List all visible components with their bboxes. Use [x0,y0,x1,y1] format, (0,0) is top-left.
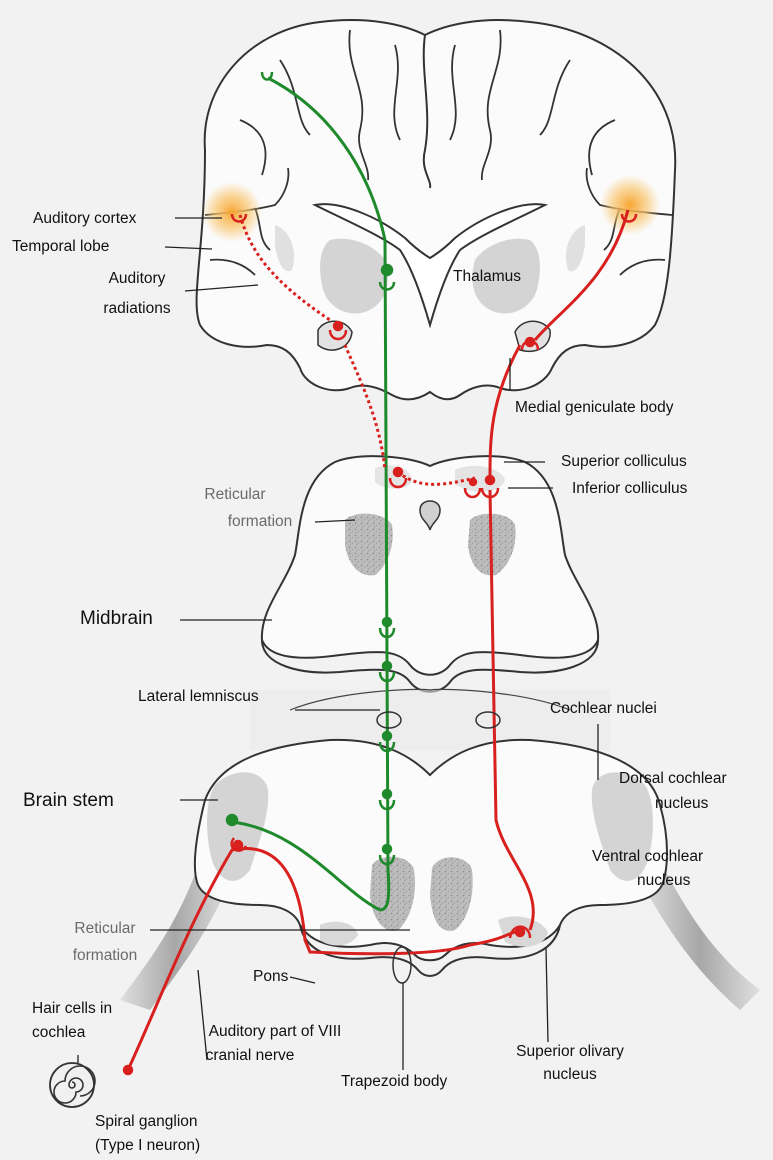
label-reticular-formation-upper-line2: formation [220,513,300,530]
label-reticular-formation-upper-line1: Reticular [200,486,270,503]
label-brain-stem: Brain stem [23,790,114,811]
label-superior-olivary-line2: nucleus [505,1066,635,1083]
label-auditory-nerve-line2: cranial nerve [190,1047,310,1064]
auditory-cortex-glow-right [600,175,660,235]
midbrain-section [262,456,598,692]
label-midbrain: Midbrain [80,608,153,629]
label-temporal-lobe: Temporal lobe [12,238,109,255]
label-auditory-nerve-line1: Auditory part of VIII [190,1023,360,1040]
label-pons: Pons [253,968,288,985]
label-auditory-radiations-line1: Auditory [97,270,177,287]
label-thalamus: Thalamus [453,268,521,285]
midbrain-outline [262,456,598,675]
label-medial-geniculate-body: Medial geniculate body [515,399,674,416]
label-reticular-formation-lower-line1: Reticular [65,920,145,937]
label-dorsal-cochlear-line1: Dorsal cochlear [619,770,727,787]
label-dorsal-cochlear-line2: nucleus [655,795,708,812]
label-superior-colliculus: Superior colliculus [561,453,687,470]
label-inferior-colliculus: Inferior colliculus [572,480,687,497]
label-trapezoid-body: Trapezoid body [341,1073,447,1090]
label-spiral-ganglion-line1: Spiral ganglion [95,1113,198,1130]
label-lateral-lemniscus: Lateral lemniscus [138,688,259,705]
cochlea-spiral [50,1063,95,1107]
label-reticular-formation-lower-line2: formation [65,947,145,964]
label-hair-cells-line1: Hair cells in [32,1000,112,1017]
label-auditory-cortex: Auditory cortex [33,210,136,227]
auditory-cortex-glow-left [202,182,262,242]
label-cochlear-nuclei: Cochlear nuclei [550,700,657,717]
lemniscus-transition-zone [250,690,610,750]
label-ventral-cochlear-line1: Ventral cochlear [592,848,703,865]
label-hair-cells-line2: cochlea [32,1024,85,1041]
label-spiral-ganglion-line2: (Type I neuron) [95,1137,200,1154]
label-ventral-cochlear-line2: nucleus [637,872,690,889]
label-superior-olivary-line1: Superior olivary [505,1043,635,1060]
label-auditory-radiations-line2: radiations [97,300,177,317]
